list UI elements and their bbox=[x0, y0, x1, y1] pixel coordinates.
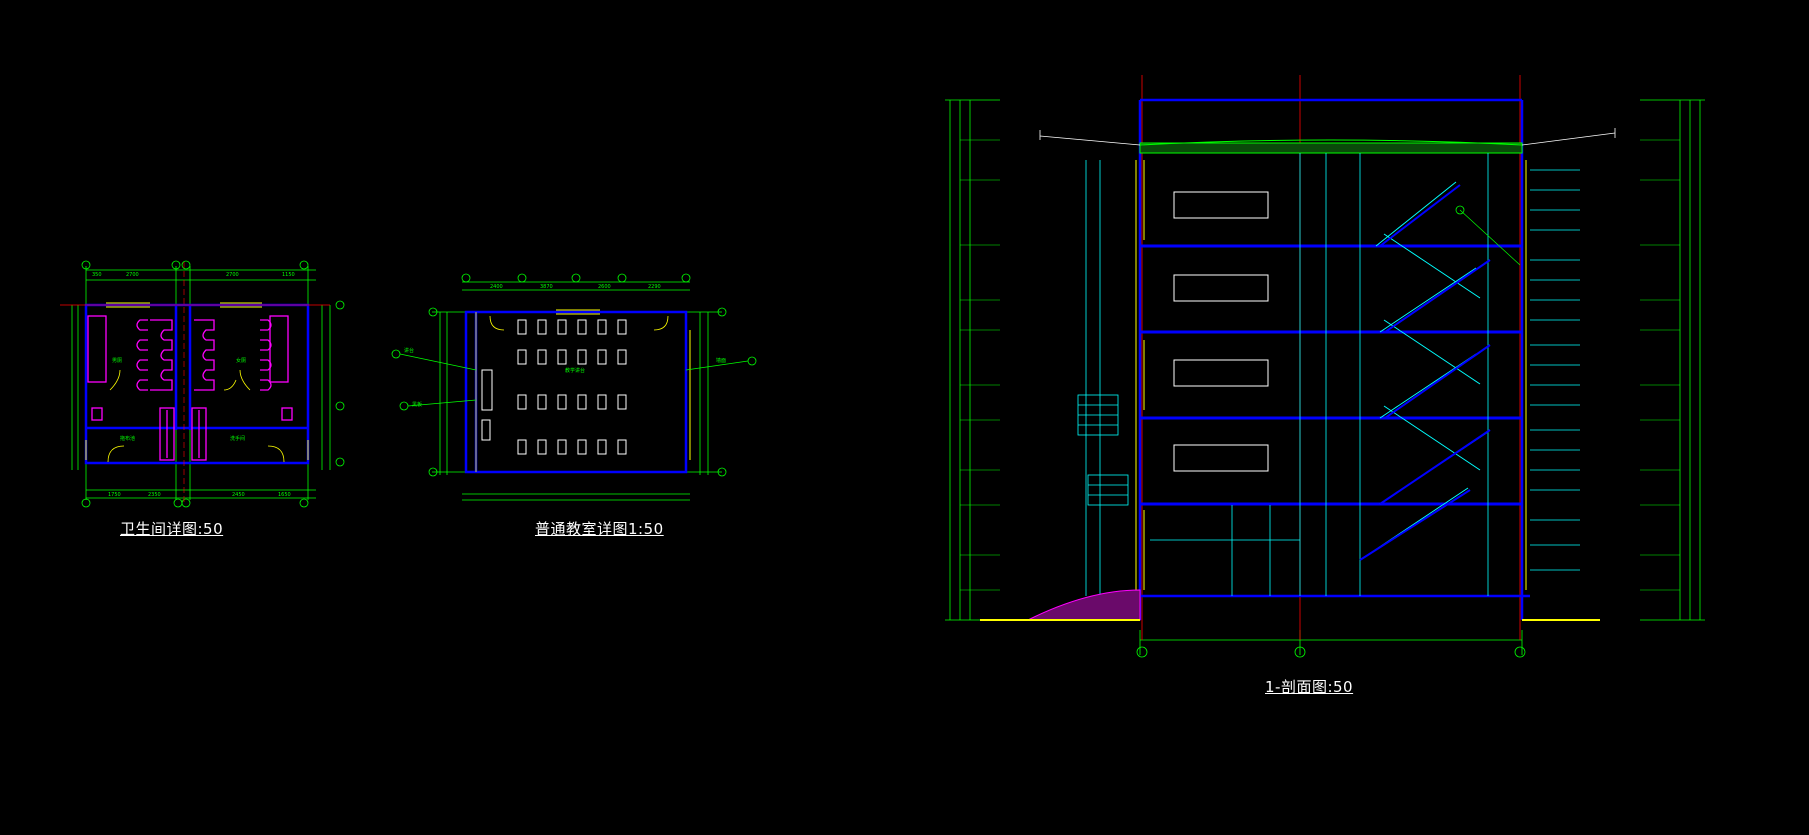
svg-text:女厕: 女厕 bbox=[236, 357, 246, 364]
classroom-desks bbox=[481, 319, 627, 455]
svg-text:2600: 2600 bbox=[598, 284, 611, 290]
section-interior-lines bbox=[1085, 153, 1489, 596]
toilet-fixtures bbox=[87, 315, 293, 461]
section-stair-flights bbox=[1359, 184, 1491, 561]
svg-text:2700: 2700 bbox=[126, 272, 139, 278]
svg-text:1750: 1750 bbox=[108, 492, 121, 498]
svg-text:2350: 2350 bbox=[148, 492, 161, 498]
section-windows bbox=[1173, 191, 1269, 472]
toilet-axis-bubbles bbox=[81, 260, 345, 508]
svg-text:黑板: 黑板 bbox=[412, 401, 422, 408]
svg-text:拖布池: 拖布池 bbox=[120, 435, 135, 442]
section-title: 1-剖面图:50 bbox=[1265, 678, 1354, 696]
section-dimensions bbox=[945, 99, 1705, 655]
svg-text:教学讲台: 教学讲台 bbox=[565, 367, 585, 374]
section-ground-fill bbox=[1027, 589, 1141, 621]
svg-text:350: 350 bbox=[92, 272, 102, 278]
section-axis-bubbles bbox=[1136, 646, 1526, 658]
svg-text:讲台: 讲台 bbox=[404, 347, 414, 354]
svg-text:2400: 2400 bbox=[490, 284, 503, 290]
classroom-walls bbox=[464, 310, 688, 474]
svg-text:2450: 2450 bbox=[232, 492, 245, 498]
section-entrance-canopy bbox=[1077, 394, 1129, 506]
section-floor-slabs bbox=[1140, 244, 1522, 506]
svg-text:1150: 1150 bbox=[282, 272, 295, 278]
svg-text:墙面: 墙面 bbox=[716, 357, 726, 364]
toilet-windows bbox=[85, 302, 309, 460]
classroom-detail-title: 普通教室详图1:50 bbox=[535, 520, 664, 538]
svg-text:3870: 3870 bbox=[540, 284, 553, 290]
svg-text:2290: 2290 bbox=[648, 284, 661, 290]
section-leader-bubble bbox=[1455, 205, 1465, 215]
section-right-facade-lines bbox=[1530, 169, 1580, 571]
section-eaves bbox=[1039, 128, 1616, 146]
classroom-leaders bbox=[399, 353, 749, 407]
classroom-detail-plan: 教学讲台 讲台 黑板 墙面 2400 3870 2600 2290 bbox=[391, 273, 757, 501]
classroom-windows bbox=[556, 309, 691, 460]
svg-text:洗手间: 洗手间 bbox=[230, 435, 245, 442]
section-level-ticks bbox=[960, 139, 1680, 591]
section-outer-walls bbox=[1130, 98, 1530, 620]
section-roof-slab bbox=[1139, 142, 1523, 154]
section-1-1 bbox=[945, 75, 1705, 658]
section-axis-lines bbox=[1141, 75, 1521, 640]
classroom-annotations: 教学讲台 讲台 黑板 墙面 2400 3870 2600 2290 bbox=[404, 284, 726, 408]
svg-text:2700: 2700 bbox=[226, 272, 239, 278]
toilet-doors bbox=[107, 369, 285, 463]
section-wall-hatch bbox=[1135, 160, 1527, 590]
svg-text:男厕: 男厕 bbox=[112, 358, 122, 364]
svg-text:1650: 1650 bbox=[278, 492, 291, 498]
classroom-doors bbox=[489, 315, 669, 331]
section-leader bbox=[1459, 209, 1521, 266]
section-roof-slope bbox=[1139, 139, 1523, 146]
toilet-detail-title: 卫生间详图:50 bbox=[120, 520, 224, 538]
toilet-dimensions bbox=[71, 266, 331, 500]
